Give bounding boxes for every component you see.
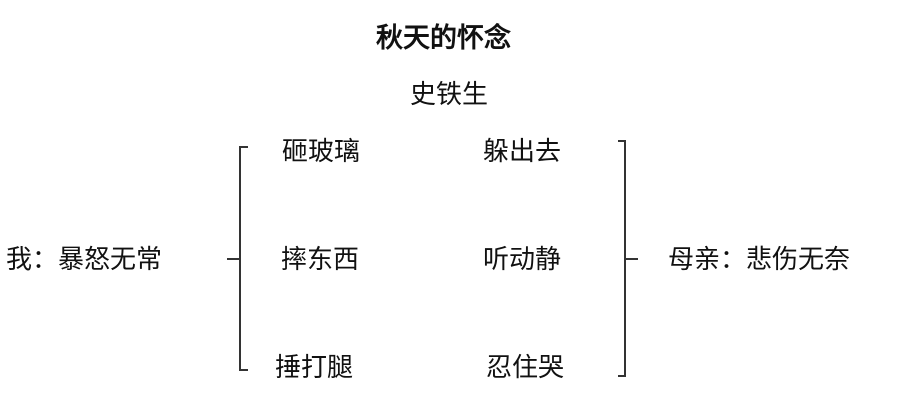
me-action-3: 捶打腿: [275, 353, 354, 383]
author-name: 史铁生: [410, 80, 489, 110]
right-bracket-top-serif: [618, 140, 626, 142]
left-label-me: 我：暴怒无常: [6, 245, 163, 275]
right-label-mother: 母亲：悲伤无奈: [668, 245, 851, 275]
mother-action-2: 听动静: [483, 245, 562, 275]
me-action-2: 摔东西: [281, 245, 360, 275]
left-bracket-tick: [227, 258, 240, 260]
left-bracket-vertical: [239, 147, 241, 371]
left-bracket-bottom-serif: [239, 369, 248, 371]
document-title: 秋天的怀念: [376, 23, 511, 54]
right-bracket-tick: [624, 258, 638, 260]
me-action-1: 砸玻璃: [282, 137, 361, 167]
mother-action-3: 忍住哭: [486, 353, 565, 383]
left-bracket-top-serif: [239, 146, 248, 148]
right-bracket-bottom-serif: [618, 375, 626, 377]
mother-action-1: 躲出去: [483, 137, 562, 167]
